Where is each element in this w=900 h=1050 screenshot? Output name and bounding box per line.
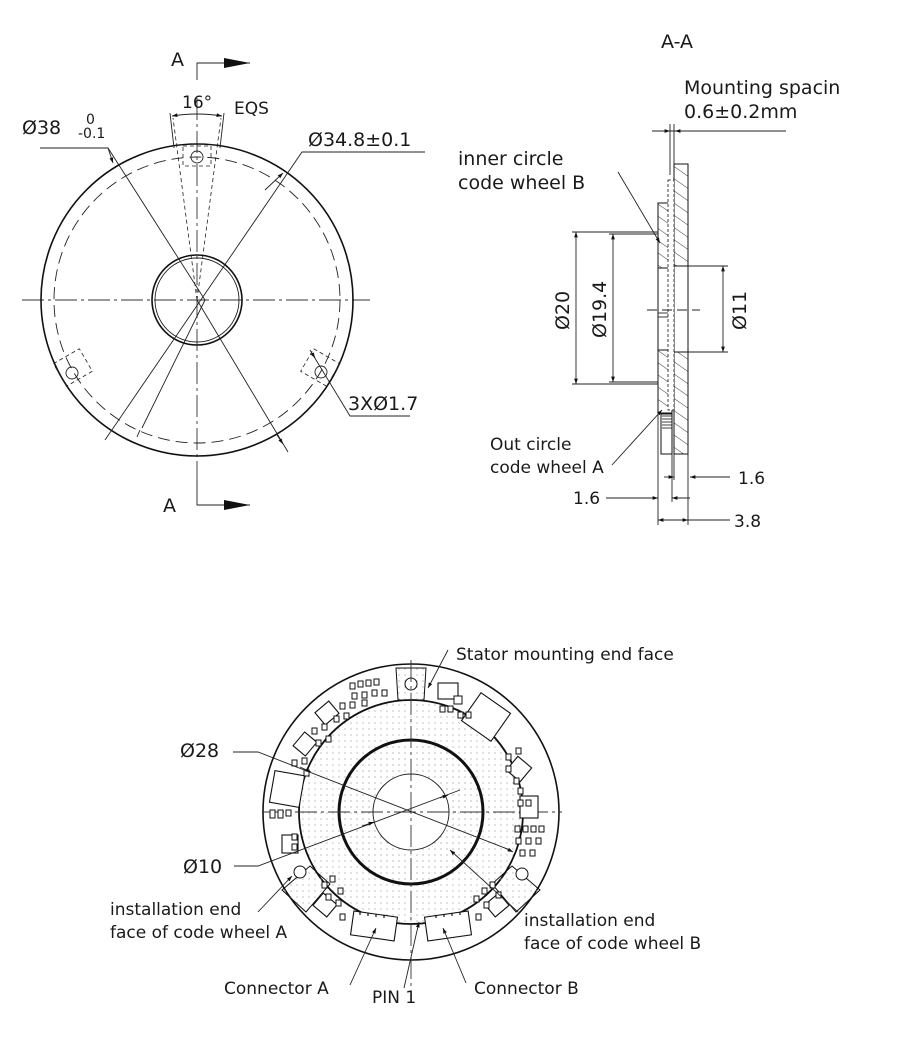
ic-chip-right [519, 795, 539, 819]
mounting-tab-left [281, 865, 331, 913]
outer-tol-upper: 0 [86, 112, 95, 128]
mounting-hole-left [65, 366, 79, 380]
section-marker-top: A [171, 49, 184, 71]
d28-label: Ø28 [180, 740, 219, 762]
outer-label-line2: code wheel A [490, 458, 604, 478]
dim-d11: Ø11 [729, 291, 751, 330]
dim-right-1-6: 1.6 [738, 469, 765, 489]
outer-circle [40, 143, 354, 457]
outer-diameter-label: Ø38 [22, 117, 61, 139]
section-title: A-A [661, 31, 693, 53]
wheel-a-label-line2: face of code wheel A [110, 923, 288, 943]
section-view: A-A Mounting spacin 0.6±0.2mm inner circ… [458, 31, 840, 532]
inner-label-line2: code wheel B [458, 172, 585, 194]
front-view: A A 16° EQS Ø [22, 49, 425, 517]
connector-a-label: Connector A [224, 979, 329, 999]
pcb-view: Stator mounting end face Ø28 Ø10 install… [110, 645, 701, 1008]
outer-label-line1: Out circle [490, 435, 571, 455]
inner-bore-outer [151, 254, 243, 346]
holes-label: 3XØ1.7 [348, 393, 418, 415]
section-marker-bottom: A [163, 495, 176, 517]
angle-dimension [171, 113, 223, 118]
inner-bore-inner [154, 257, 240, 343]
d10-label: Ø10 [183, 856, 222, 878]
pitch-circle-label: Ø34.8±0.1 [308, 129, 411, 151]
smd-pads [269, 678, 545, 921]
mounting-hole-right [314, 365, 328, 379]
inner-label-line1: inner circle [458, 148, 563, 170]
wheel-b-label-line1: installation end [524, 911, 655, 931]
angle-suffix: EQS [234, 99, 269, 119]
stator-label: Stator mounting end face [456, 645, 674, 665]
pin1-label: PIN 1 [372, 988, 416, 1008]
dim-d19-4: Ø19.4 [589, 281, 611, 338]
section-arrow-top: A [171, 49, 250, 80]
connector-stub [660, 413, 673, 455]
angle-label: 16° [182, 93, 212, 113]
wheel-b-label-line2: face of code wheel B [524, 934, 701, 954]
wheel-a-label-line1: installation end [110, 900, 241, 920]
dim-left-1-6: 1.6 [573, 489, 600, 509]
connector-b [423, 910, 473, 942]
mounting-tab-top [395, 667, 427, 701]
section-arrow-bottom: A [163, 480, 250, 517]
dim-d20: Ø20 [552, 291, 574, 330]
connector-b-label: Connector B [474, 979, 579, 999]
mounting-hole-top [190, 150, 204, 164]
mounting-label-line1: Mounting spacin [684, 77, 840, 99]
pitch-circle [53, 156, 341, 444]
dim-total: 3.8 [734, 512, 761, 532]
ic-chip-top-right [460, 691, 512, 743]
ic-chip-left [268, 770, 306, 808]
outer-tol-lower: -0.1 [78, 126, 105, 142]
mounting-label-line2: 0.6±0.2mm [684, 101, 797, 123]
